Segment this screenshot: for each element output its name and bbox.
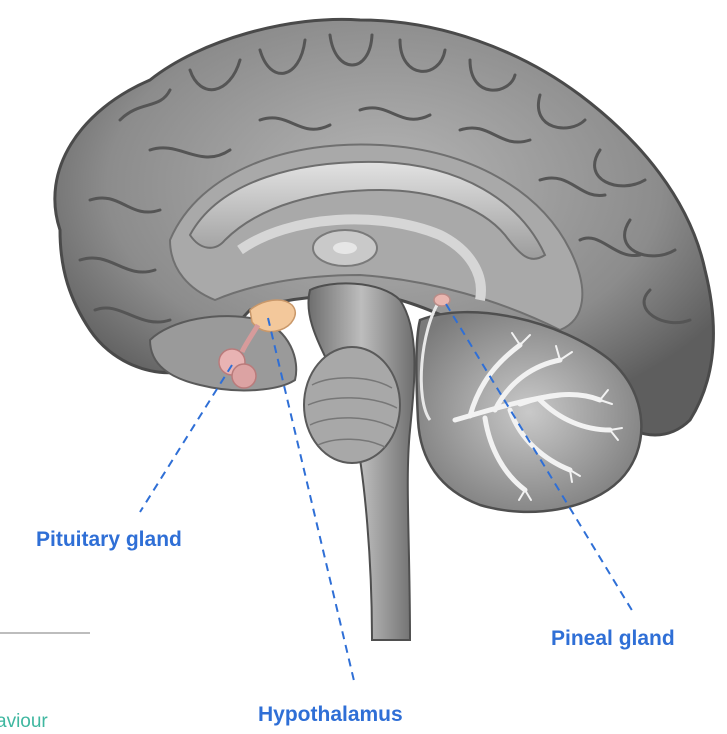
pineal-gland-label: Pineal gland [551, 627, 675, 651]
hypothalamus-label: Hypothalamus [258, 703, 403, 727]
pineal-structure [434, 294, 450, 306]
pituitary-structure-b [232, 364, 256, 388]
divider-line [0, 632, 90, 634]
partial-text-fragment: aviour [0, 711, 48, 733]
pituitary-gland-label: Pituitary gland [36, 528, 182, 552]
